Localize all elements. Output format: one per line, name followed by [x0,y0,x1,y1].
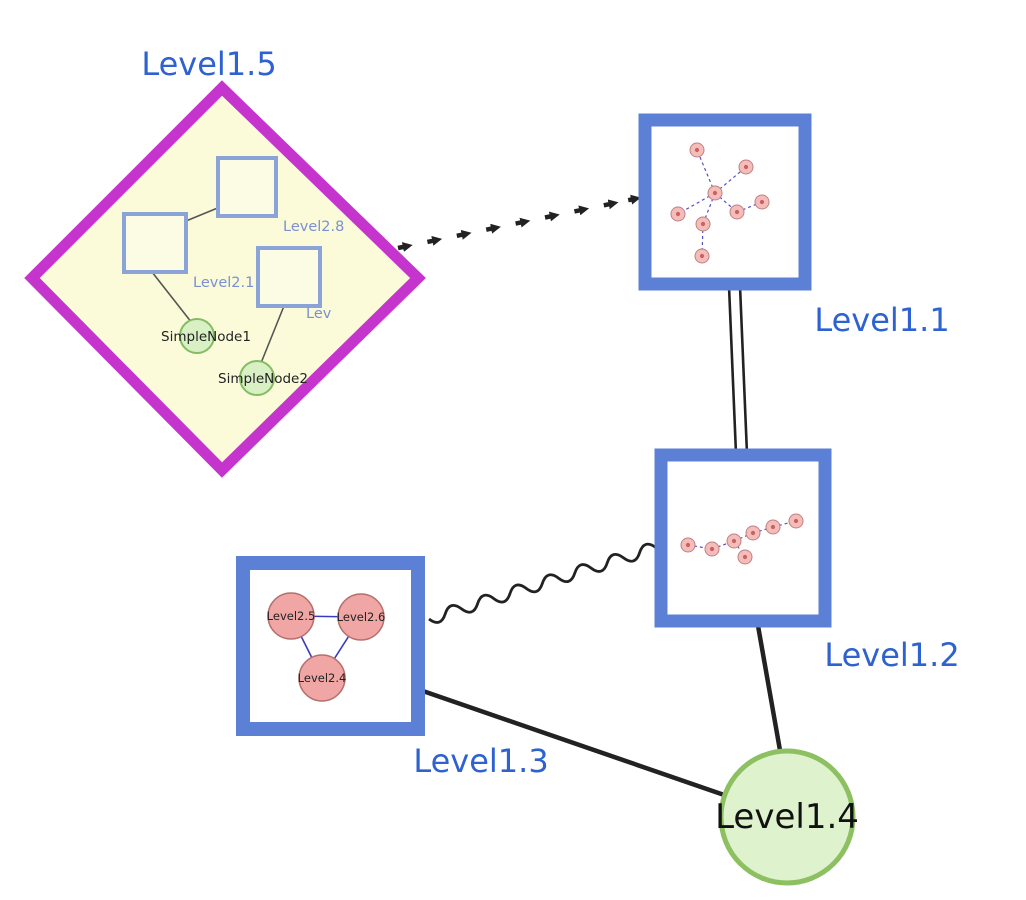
level11-mini-nodes [670,142,770,264]
edge-level13-level14[interactable] [419,687,731,800]
node-level13-group: Level2.5 Level2.6 Level2.4 [236,556,425,736]
level13-node-level26-label: Level2.6 [337,610,386,624]
level13-label: Level1.3 [413,742,548,780]
level13-node-level25-label: Level2.5 [267,609,316,623]
level12-mini-node-dots [685,518,799,560]
edge-level13-level12-wavy[interactable] [428,542,657,624]
level15-square-level28-label: Level2.8 [283,219,344,235]
simplenode1-circle[interactable] [179,318,215,354]
level13-node-level24-label: Level2.4 [298,671,347,685]
level13-node-level25[interactable] [267,592,315,640]
level13-node-level26[interactable] [337,593,385,641]
edge-level11-level12-double[interactable] [727,285,749,455]
level15-square-level21-label: Level2.1 [193,275,254,291]
node-level12-group [654,448,832,628]
node-level11-group [638,113,812,291]
level11-mini-node-dots [675,147,765,259]
level15-square-level28[interactable] [216,156,278,218]
level14-label: Level1.4 [715,797,859,837]
simplenode2-label: SimpleNode2 [218,371,308,387]
level13-node-level24[interactable] [298,654,346,702]
level15-label: Level1.5 [141,45,276,83]
simplenode2-circle[interactable] [239,360,275,396]
level13-square[interactable] [236,556,425,736]
level15-square-level21[interactable] [122,212,188,274]
edge-level15-level11-dashed-arrow[interactable] [397,194,641,252]
level15-inner-edges [151,206,285,364]
level12-label: Level1.2 [824,636,959,674]
level11-label: Level1.1 [814,301,949,339]
level15-square-lev-label: Lev [306,306,332,322]
simplenode1-label: SimpleNode1 [161,329,251,345]
edge-level12-level14[interactable] [754,619,784,757]
node-level15-group: Level2.8 Level2.1 Lev SimpleNode1 Simple… [24,80,426,478]
level15-diamond[interactable] [24,80,426,478]
level14-circle[interactable] [718,748,856,886]
node-level14-group: Level1.4 [715,748,859,886]
level15-square-lev[interactable] [256,246,322,308]
